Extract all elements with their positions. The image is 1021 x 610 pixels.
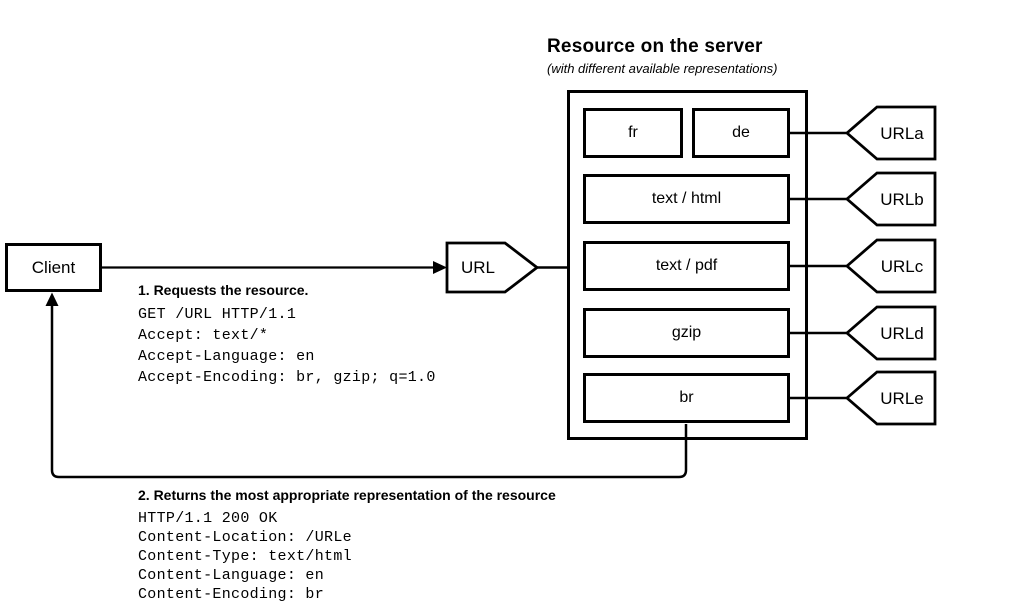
- url-tag-shape-e: [844, 370, 937, 426]
- url-tag-shape-b: [844, 171, 937, 227]
- server-title-block: Resource on the server (with different a…: [547, 36, 778, 76]
- representation-label: br: [679, 389, 694, 406]
- url-pentagon-shape: [445, 241, 540, 294]
- url-tag-label-urlb: URLb: [880, 189, 924, 209]
- representation-label: de: [732, 124, 750, 141]
- url-tag-label-urla: URLa: [880, 123, 924, 143]
- url-tag-shape-d: [844, 305, 937, 361]
- response-line: HTTP/1.1 200 OK: [138, 510, 278, 527]
- representation-label: gzip: [671, 324, 702, 341]
- url-tag-label-urle: URLe: [880, 388, 924, 408]
- representation-box-de: de: [692, 108, 790, 158]
- representation-label: text / pdf: [655, 257, 718, 274]
- request-arrowhead-icon: [433, 261, 447, 274]
- representation-box-fr: fr: [583, 108, 683, 158]
- response-line: Content-Language: en: [138, 567, 325, 584]
- url-node-label: URL: [460, 258, 495, 277]
- representation-label: text / html: [651, 190, 722, 207]
- server-subtitle: (with different available representation…: [547, 61, 778, 76]
- representation-box-br: br: [583, 373, 790, 423]
- request-line: Accept: text/*: [138, 327, 269, 344]
- return-path-line: [50, 304, 688, 479]
- response-line: Content-Type: text/html: [138, 548, 352, 565]
- representation-box-text-html: text / html: [583, 174, 790, 224]
- url-tag-shape-a: [844, 105, 937, 161]
- request-heading: 1. Requests the resource.: [138, 282, 309, 298]
- request-line: Accept-Encoding: br, gzip; q=1.0: [138, 369, 436, 386]
- representation-box-text-pdf: text / pdf: [583, 241, 790, 291]
- response-annotation: 2. Returns the most appropriate represen…: [138, 487, 556, 604]
- url-tag-label-urld: URLd: [880, 323, 924, 343]
- client-label: Client: [31, 258, 76, 277]
- response-line: Content-Location: /URLe: [138, 529, 352, 546]
- representation-box-gzip: gzip: [583, 308, 790, 358]
- request-line: Accept-Language: en: [138, 348, 315, 365]
- response-heading: 2. Returns the most appropriate represen…: [138, 487, 556, 503]
- representation-label: fr: [628, 124, 638, 141]
- request-annotation: 1. Requests the resource. GET /URL HTTP/…: [138, 282, 436, 388]
- request-line: GET /URL HTTP/1.1: [138, 306, 297, 323]
- server-title: Resource on the server: [547, 36, 763, 57]
- url-tag-label-urlc: URLc: [880, 256, 924, 276]
- response-line: Content-Encoding: br: [138, 586, 325, 603]
- url-tag-shape-c: [844, 238, 937, 294]
- client-box: Client: [5, 243, 102, 292]
- return-arrowhead-icon: [45, 292, 59, 306]
